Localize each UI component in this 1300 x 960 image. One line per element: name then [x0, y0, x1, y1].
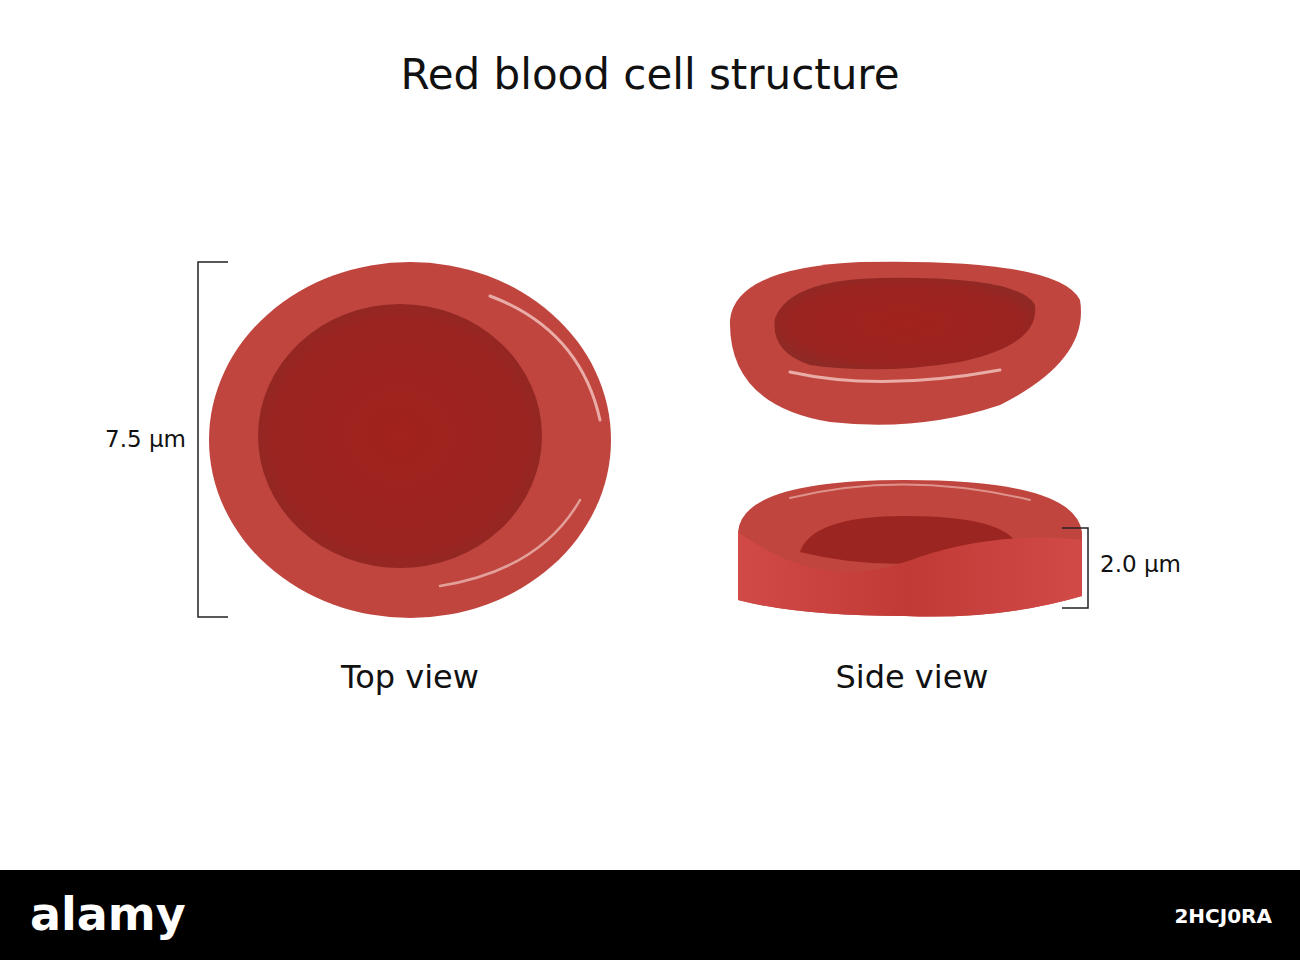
view-caption: Side view [835, 660, 988, 695]
dimension-bracket [198, 262, 228, 617]
tilted-cell [730, 262, 1081, 425]
stock-id: 2HCJ0RA [1174, 905, 1272, 927]
view-caption: Top view [341, 660, 479, 695]
dimension-label: 2.0 µm [1100, 552, 1181, 577]
dimension-bracket [1062, 528, 1088, 608]
watermark: alamy [30, 889, 186, 940]
diagram-title: Red blood cell structure [400, 52, 899, 98]
watermark-bar [0, 870, 1300, 960]
profile-cell [738, 480, 1082, 617]
dimension-label: 7.5 µm [105, 427, 186, 452]
top-view-cell [209, 262, 611, 618]
